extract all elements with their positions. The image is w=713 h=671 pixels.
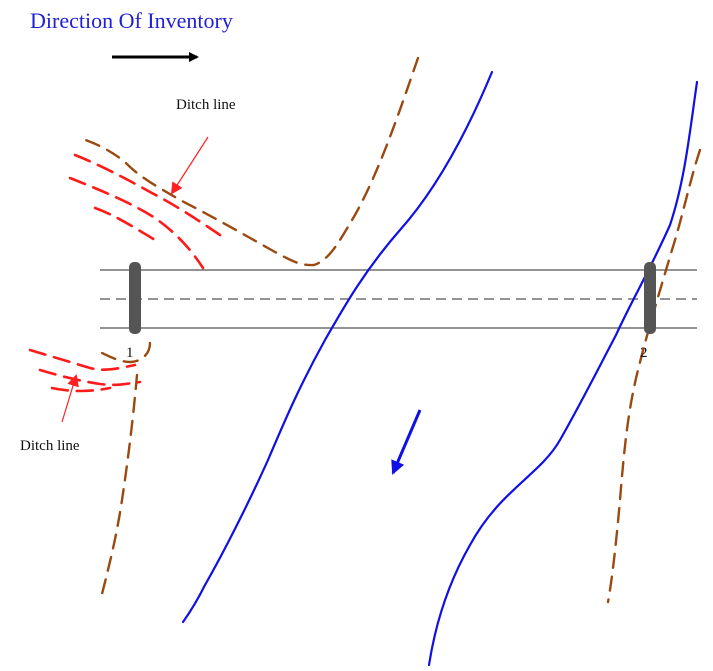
culvert-post-2	[644, 262, 656, 334]
stream-left	[181, 70, 494, 624]
ditch-top-red-3	[93, 206, 157, 242]
ditch-top-brown	[78, 56, 420, 267]
ditch-top-red-2	[68, 176, 205, 270]
diagram-title: Direction Of Inventory	[30, 8, 233, 33]
ditch-line-label-top: Ditch line	[176, 97, 236, 113]
ditch-line-top-pointer	[170, 136, 209, 195]
ditch-left-red-1	[28, 348, 137, 371]
ditch-right-brown	[606, 148, 702, 604]
ditch-left-brown	[99, 373, 139, 600]
ditch-line-left-pointer	[61, 374, 79, 423]
culvert-post-1	[129, 262, 141, 334]
flow-direction-arrow	[391, 409, 422, 475]
stream-right	[427, 80, 699, 667]
ditch-line-label-left: Ditch line	[20, 438, 80, 454]
ditch-left-red-3	[50, 386, 112, 393]
marker-1-label: 1	[126, 345, 134, 361]
ditch-top-red-1	[73, 153, 222, 237]
ditch-left-red-2	[38, 368, 142, 387]
ditch-marker1-curve	[98, 341, 152, 364]
marker-2-label: 2	[640, 345, 648, 361]
